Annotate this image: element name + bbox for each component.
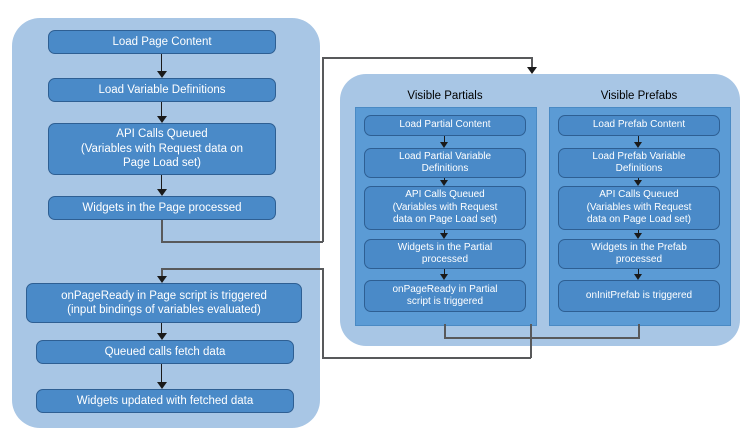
step-label-multiline: API Calls Queued (Variables with Request… [563,189,715,227]
line-2: processed [421,254,469,265]
step-widgets-in-prefab-processed[interactable]: Widgets in the Prefab processed [558,239,720,269]
step-label-multiline: Widgets in the Prefab processed [563,242,715,267]
step-api-calls-queued[interactable]: API Calls Queued (Variables with Request… [48,123,276,175]
arrow-line-page-3 [161,175,163,190]
connector-out-page-h1 [161,241,323,243]
step-label: Load Partial Content [399,119,491,131]
arrow-line-prefab-3 [638,230,640,234]
step-label: onInitPrefab is triggered [585,289,693,301]
arrow-head-partial-3 [440,233,448,239]
arrow-line-partial-1 [444,136,446,143]
line-2: (Variables with Request [586,201,692,213]
partials-group-label: Visible Partials [355,89,535,103]
connector-return-v-up [322,268,324,358]
arrow-head-prefab-1 [634,142,642,148]
arrow-line-page-5 [161,364,163,383]
line-1: onPageReady in Partial [392,283,498,295]
line-2: Definitions [615,163,663,174]
connector-out-page-v2 [322,57,324,242]
line-2: processed [615,254,663,265]
connector-out-page-v3 [531,57,533,69]
step-label-multiline: Widgets in the Partial processed [369,242,521,267]
step-queued-calls-fetch-data[interactable]: Queued calls fetch data [36,340,294,364]
step-label-multiline: onPageReady in Partial script is trigger… [369,284,521,309]
line-1: Widgets in the Partial [397,241,493,253]
line-2: Definitions [421,163,469,174]
line-1: Widgets in the Prefab [591,241,687,253]
line-1: API Calls Queued [599,189,679,201]
connector-return-join-v [530,324,532,358]
line-1: API Calls Queued [405,189,485,201]
arrow-line-page-4 [161,323,163,334]
arrow-head-partial-2 [440,180,448,186]
arrow-line-page-2 [161,102,163,117]
label-text: Visible Partials [407,90,483,102]
arrow-line-partial-3 [444,230,446,234]
step-label-multiline: onPageReady in Page script is triggered … [31,289,297,318]
connector-return-prefab-v [638,324,640,338]
connector-return-h-left [322,357,531,359]
step-partial-api-calls-queued[interactable]: API Calls Queued (Variables with Request… [364,186,526,230]
arrow-line-prefab-1 [638,136,640,143]
arrow-head-page-1 [157,71,167,78]
step-load-prefab-variable-definitions[interactable]: Load Prefab Variable Definitions [558,148,720,178]
step-label-multiline: API Calls Queued (Variables with Request… [369,189,521,227]
line-2: (Variables with Request data on [80,142,244,155]
step-label-multiline: Load Partial Variable Definitions [369,151,521,176]
step-widgets-updated-fetched[interactable]: Widgets updated with fetched data [36,389,294,413]
arrow-head-prefab-2 [634,180,642,186]
connector-return-partial-h [444,337,640,339]
arrow-head-prefab-4 [634,274,642,280]
line-3: Page Load set) [122,157,201,170]
arrow-head-page-5 [157,382,167,389]
step-load-variable-definitions[interactable]: Load Variable Definitions [48,78,276,102]
line-3: data on Page Load set) [587,214,691,226]
step-label-multiline: API Calls Queued (Variables with Request… [53,127,271,171]
connector-return-v-down [161,268,163,277]
line-3: data on Page Load set) [393,214,497,226]
connector-return-h-to-box [161,268,323,270]
arrow-head-partial-1 [440,142,448,148]
arrow-head-prefab-3 [634,233,642,239]
arrow-line-page-1 [161,54,163,72]
label-text: Visible Prefabs [600,90,678,102]
step-onpageready-partial[interactable]: onPageReady in Partial script is trigger… [364,280,526,312]
arrow-head-page-3 [157,189,167,196]
line-1: API Calls Queued [116,128,208,141]
step-load-prefab-content[interactable]: Load Prefab Content [558,115,720,136]
line-1: onPageReady in Page script is triggered [61,289,267,302]
line-2: (input bindings of variables evaluated) [67,304,261,316]
arrow-head-into-components [527,67,537,74]
step-prefab-api-calls-queued[interactable]: API Calls Queued (Variables with Request… [558,186,720,230]
arrow-line-prefab-4 [638,269,640,274]
step-label: Widgets updated with fetched data [76,394,254,407]
arrow-head-page-4 [157,333,167,340]
step-load-partial-content[interactable]: Load Partial Content [364,115,526,136]
step-onpageready-page[interactable]: onPageReady in Page script is triggered … [26,283,302,323]
connector-out-page-h2 [322,57,532,59]
step-load-page-content[interactable]: Load Page Content [48,30,276,54]
arrow-head-into-onpageready [157,276,167,283]
step-label: Load Prefab Content [592,119,686,131]
step-oninitprefab-triggered[interactable]: onInitPrefab is triggered [558,280,720,312]
line-2: script is triggered [406,296,484,307]
step-widgets-in-partial-processed[interactable]: Widgets in the Partial processed [364,239,526,269]
step-label: Load Page Content [112,35,212,48]
step-label: Queued calls fetch data [104,345,226,358]
arrow-head-page-2 [157,116,167,123]
line-1: Load Partial Variable [398,150,492,162]
arrow-line-partial-4 [444,269,446,274]
line-2: (Variables with Request [392,201,498,213]
arrow-head-partial-4 [440,274,448,280]
line-1: Load Prefab Variable [592,150,686,162]
prefabs-group-label: Visible Prefabs [549,89,729,103]
step-label: Widgets in the Page processed [82,201,242,214]
connector-out-page-v1 [161,220,163,242]
step-widgets-in-page-processed[interactable]: Widgets in the Page processed [48,196,276,220]
connector-return-partial-v [444,324,446,338]
step-load-partial-variable-definitions[interactable]: Load Partial Variable Definitions [364,148,526,178]
step-label-multiline: Load Prefab Variable Definitions [563,151,715,176]
step-label: Load Variable Definitions [98,83,226,96]
